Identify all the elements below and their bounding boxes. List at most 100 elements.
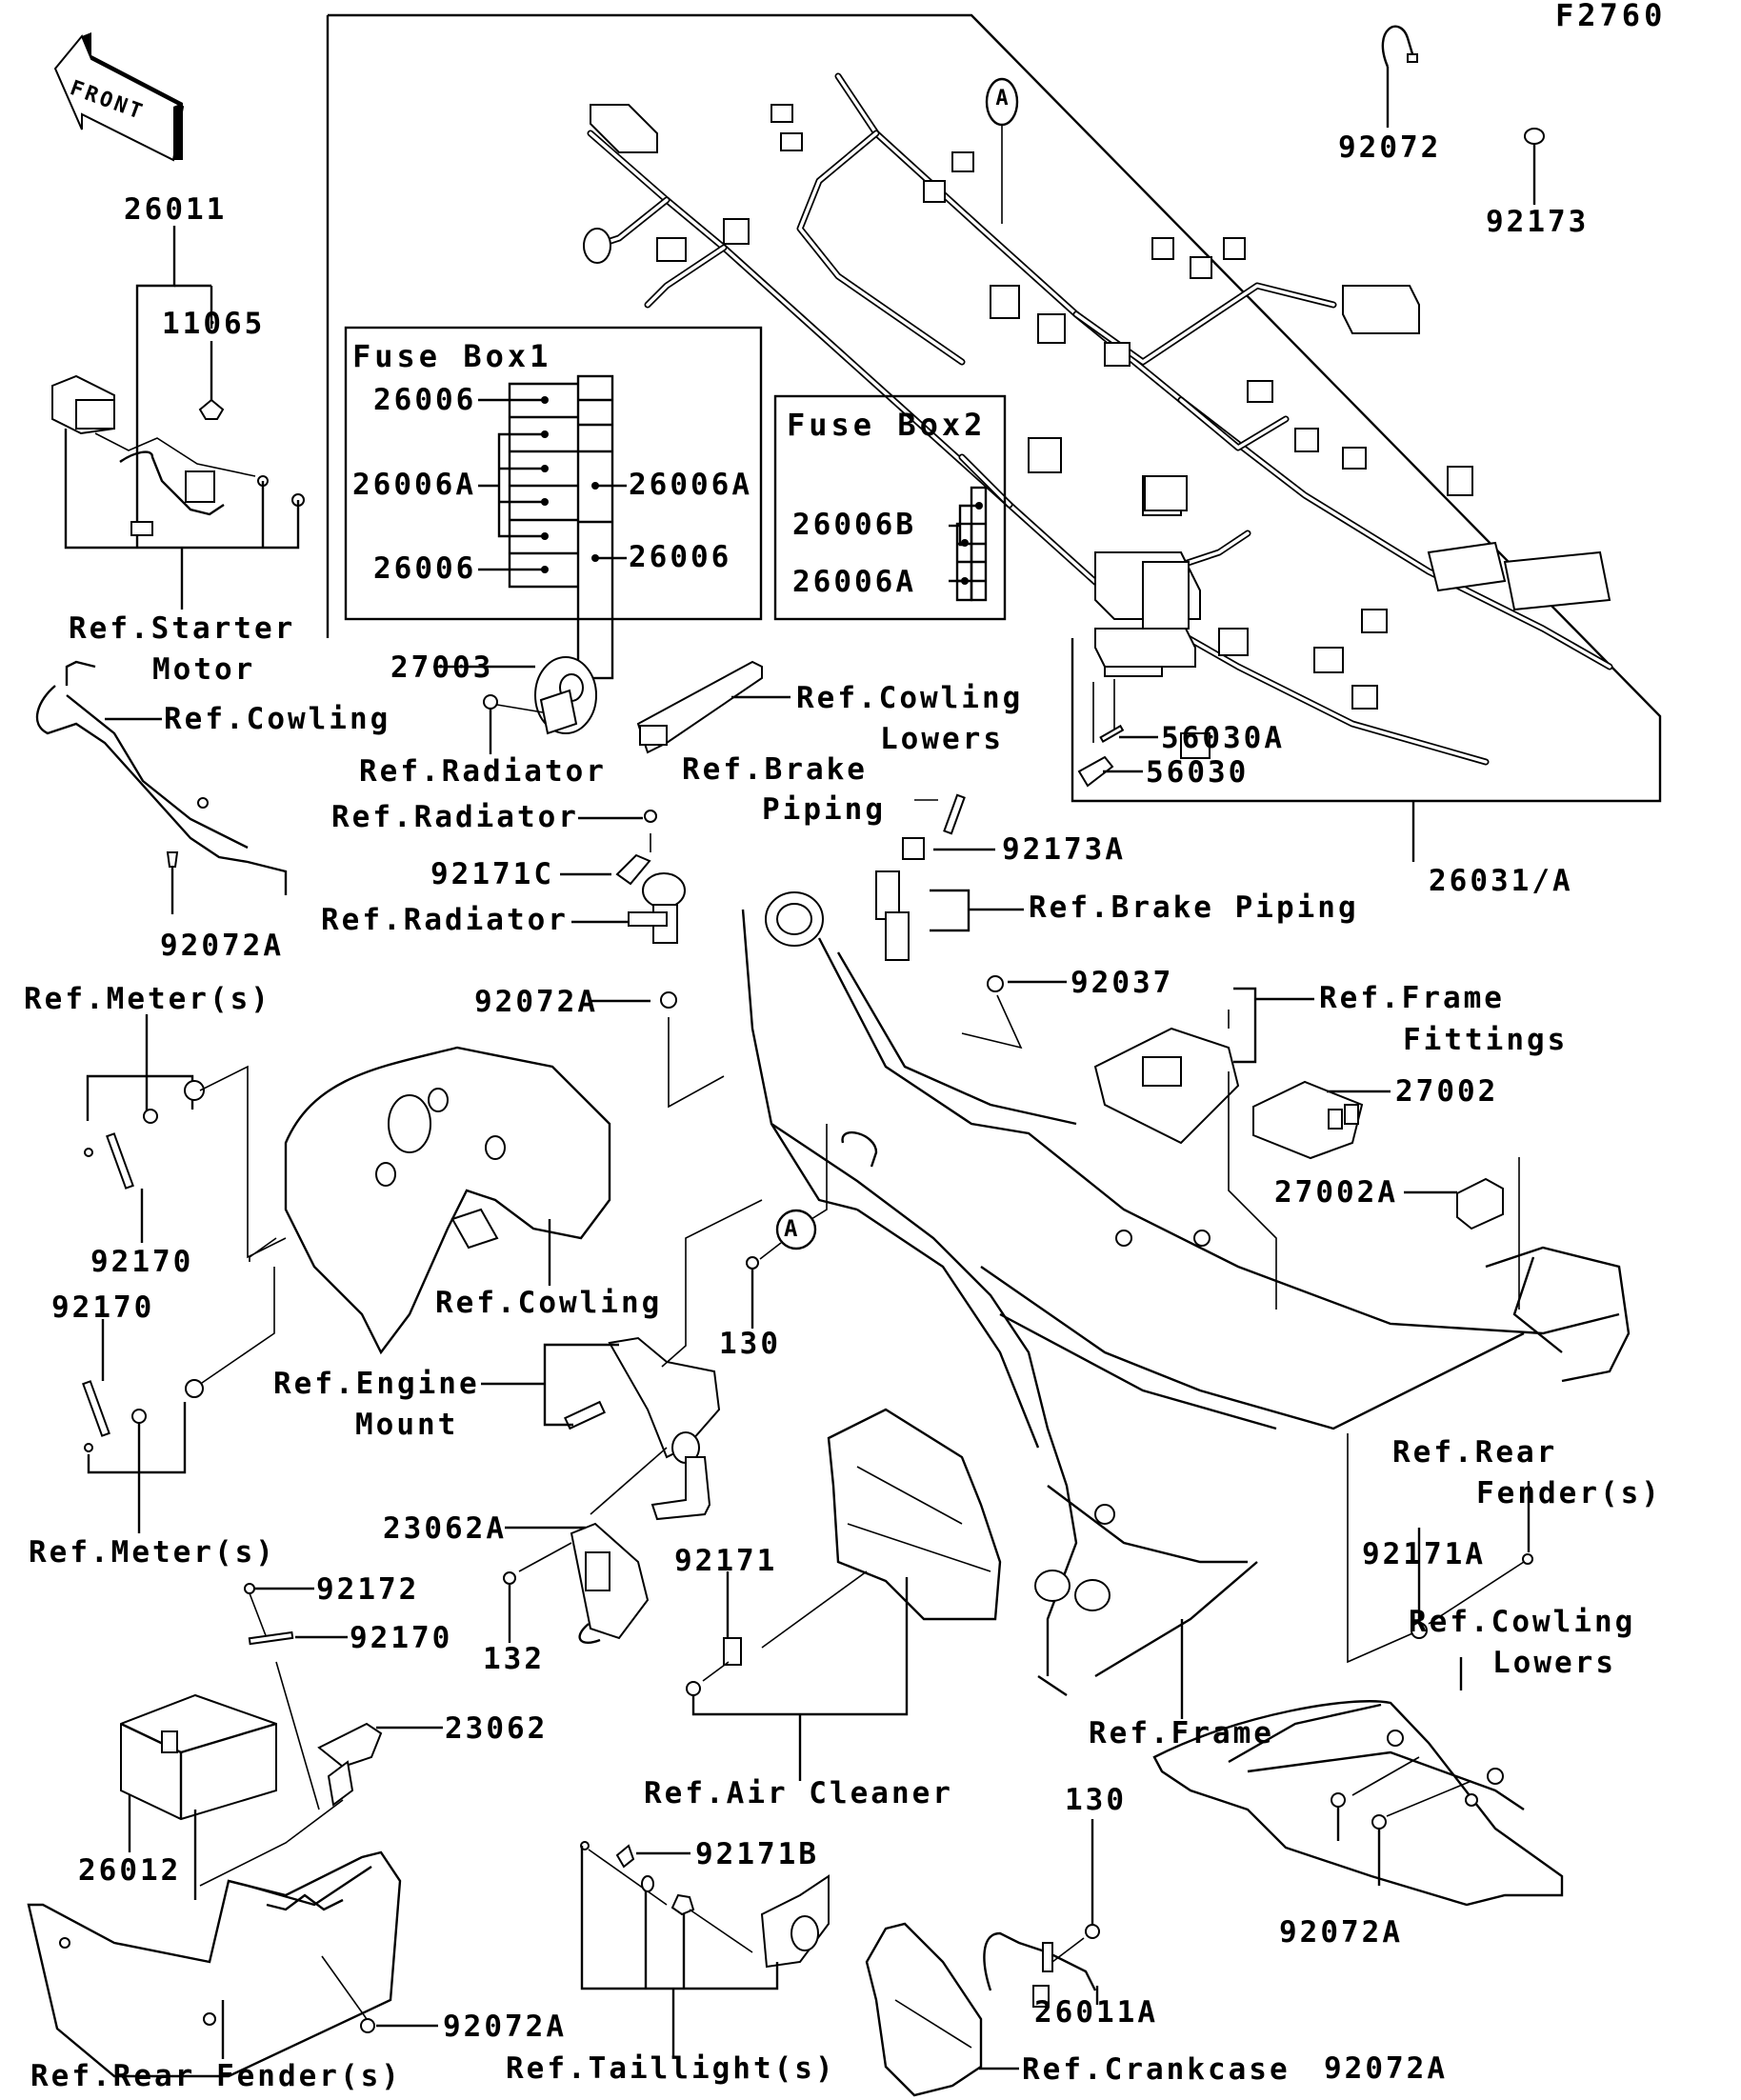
ref-frame-fittings-line2: Fittings [1403,1023,1569,1057]
part-label-56030a: 56030A [1161,721,1285,755]
ref-engine-mount-line2: Mount [355,1408,459,1442]
part-label-92172: 92172 [316,1572,420,1607]
ref-rear-fender-right-line2: Fender(s) [1476,1476,1662,1510]
fuse-box-1-frame [344,326,763,621]
ref-radiator-1: Ref.Radiator [359,754,607,789]
part-label-92173a: 92173A [1002,832,1126,867]
ref-cowling-lowers-bottom-line1: Ref.Cowling [1409,1605,1636,1639]
part-label-92171b: 92171B [695,1837,819,1871]
clip-icon [166,851,179,868]
taillight-bracket-icon [760,1874,830,1969]
cowling-inner-panel-icon [284,1046,611,1355]
part-label-92072a: 92072A [1324,2051,1448,2086]
harness-group-outline [328,13,1662,803]
ecu-bracket-icon [1093,1027,1240,1145]
part-label-26012: 26012 [78,1853,182,1888]
clip-92173a-icon [902,837,925,860]
ref-taillights: Ref.Taillight(s) [506,2051,836,2086]
engine-mount-bracket-icon [608,1336,721,1521]
callout-a-frame [775,1209,817,1250]
part-label-27003: 27003 [390,650,494,685]
part-label-23062: 23062 [445,1711,549,1746]
ref-cowling-top: Ref.Cowling [164,702,391,736]
ref-radiator-3: Ref.Radiator [321,903,569,937]
ref-starter-motor-line1: Ref.Starter [69,611,296,646]
ref-frame: Ref.Frame [1089,1716,1274,1750]
harness-connectors [583,104,1611,759]
ref-starter-motor-line2: Motor [152,652,256,687]
cowling-stay-icon [35,660,288,895]
ref-engine-mount-line1: Ref.Engine [273,1367,480,1401]
fuse-label: 26006 [373,551,477,586]
ref-cowling-mid: Ref.Cowling [435,1286,663,1320]
nut-icon [184,1080,205,1101]
ref-brake-piping-1-line1: Ref.Brake [682,752,868,787]
part-label-92072a: 92072A [1279,1915,1403,1950]
fuse-label: 26006A [352,468,476,502]
battery-bolt-icon [248,1630,294,1646]
fuse-label: 26006 [373,383,477,417]
part-label-26011a: 26011A [1034,1995,1158,2030]
part-label-92170: 92170 [51,1290,155,1325]
ref-frame-fittings-line1: Ref.Frame [1319,981,1505,1015]
ref-crankcase: Ref.Crankcase [1022,2052,1291,2087]
bolt-icon [564,1400,606,1430]
bolt-icon [943,793,966,835]
part-label-132: 132 [483,1642,545,1676]
callout-a-top-label: A [995,87,1009,110]
horn-icon [534,656,597,735]
part-label-92173: 92173 [1486,205,1590,239]
battery-holder-bracket-icon [317,1722,383,1807]
clip-92171-icon [723,1637,742,1666]
fuse-icon [198,398,225,420]
battery-case-icon [27,1850,402,2078]
damper-rubber-icon [106,1132,134,1190]
part-label-27002a: 27002A [1274,1175,1398,1210]
air-cleaner-housing-icon [827,1408,1002,1621]
clip-92171b-icon [615,1844,635,1869]
fuse-box-1-schematic [478,374,627,680]
regulator-bracket-icon [570,1522,650,1645]
part-label-92072a: 92072A [474,985,598,1019]
part-label-130: 130 [719,1327,781,1361]
part-label-92170: 92170 [350,1621,453,1655]
clip-92171c-icon [615,853,651,886]
part-label-23062a: 23062A [383,1511,507,1546]
starter-relay-icon [51,374,115,435]
ground-lead-wire [983,1931,1097,1991]
relay-bracket [185,470,215,503]
label-56030-icon [1077,755,1114,788]
part-label-92072: 92072 [1338,130,1442,165]
callout-a-frame-label: A [784,1215,798,1242]
part-label-26011: 26011 [124,192,228,227]
ref-radiator-2: Ref.Radiator [331,800,579,834]
fuse-box-1-title: Fuse Box1 [352,338,552,374]
junction-box-icon [1094,475,1196,668]
part-label-92072a: 92072A [443,2010,567,2044]
part-label-130: 130 [1065,1783,1127,1817]
crankcase-cover-icon [865,1922,983,2097]
fuse-box-2-title: Fuse Box2 [787,407,987,443]
nut-icon [670,1893,695,1916]
part-label-56030: 56030 [1146,755,1250,790]
fuse-box-2-schematic [949,486,988,602]
damper-rubber-icon [82,1380,110,1437]
fuse-label: 26006B [792,508,916,542]
fuse-label: 26006A [629,468,752,502]
washer-icon [143,1109,158,1124]
relay-icon [1456,1177,1504,1230]
ref-meters-2: Ref.Meter(s) [29,1535,276,1570]
ref-rear-fender-right-line1: Ref.Rear [1392,1435,1558,1470]
ref-brake-piping-2: Ref.Brake Piping [1029,890,1359,925]
part-label-92170: 92170 [90,1245,194,1279]
part-label-92171c: 92171C [430,857,554,891]
part-label-92037: 92037 [1071,966,1174,1000]
cowling-lowers-stay-icon [636,660,763,754]
figure-code: F2760 [1555,0,1667,33]
part-label-92072a: 92072A [160,929,284,963]
label-56030a-icon [1099,724,1125,743]
front-direction-arrow-icon [53,32,185,162]
main-wiring-harness [587,72,1613,766]
ref-brake-piping-1-line2: Piping [762,792,886,827]
